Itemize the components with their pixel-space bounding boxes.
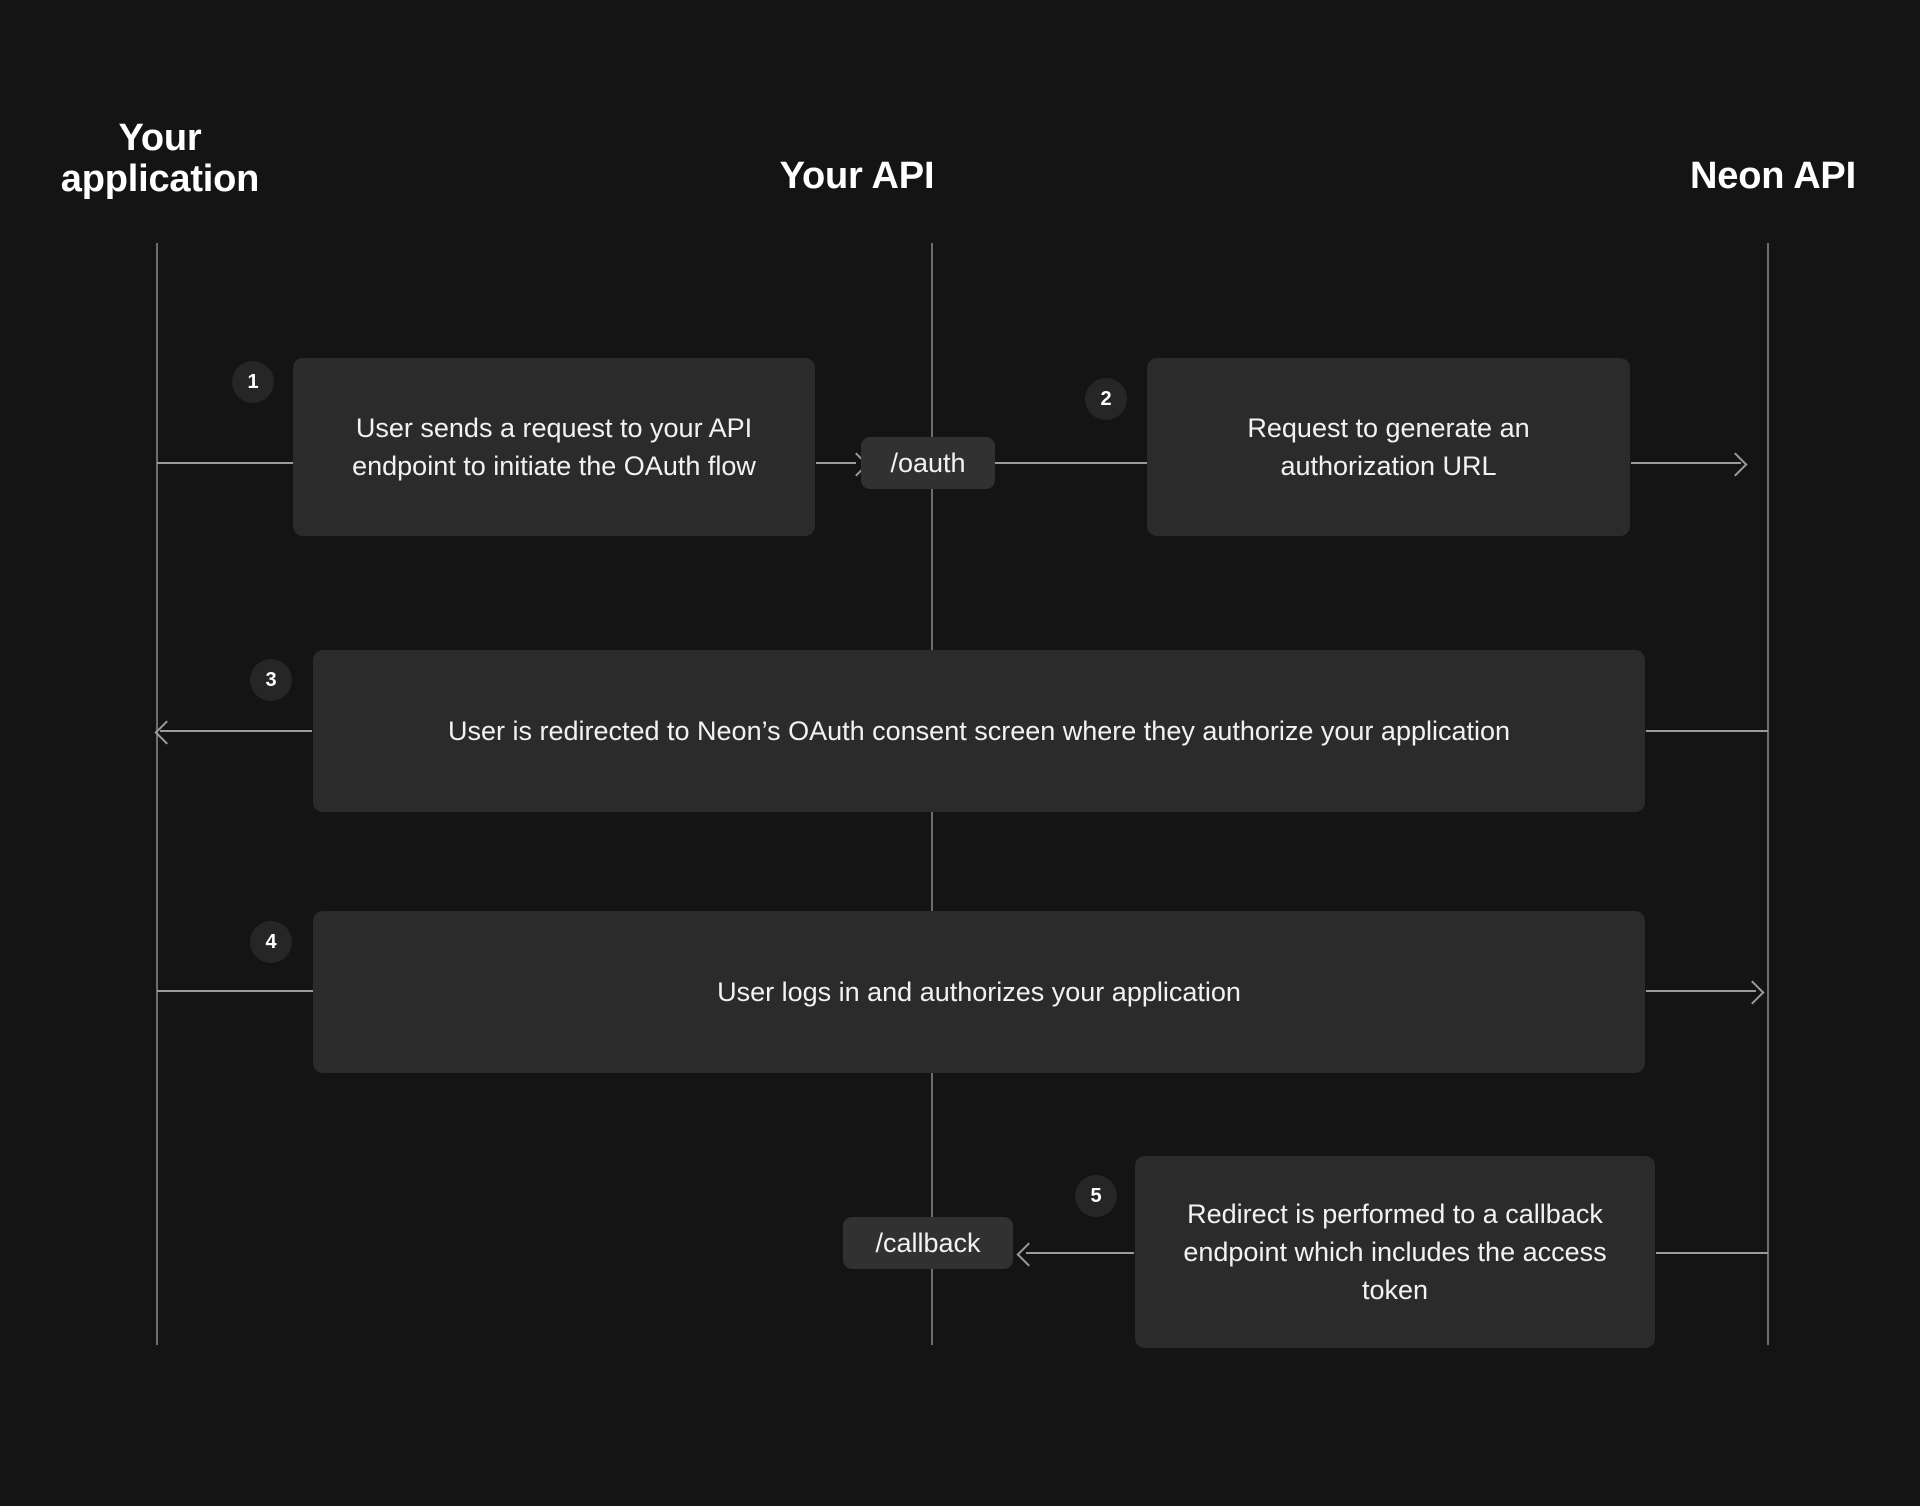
connector-step5-right (1656, 1252, 1768, 1254)
endpoint-pill-callback: /callback (843, 1217, 1013, 1269)
arrowhead-step5-to-your-api (1016, 1242, 1041, 1267)
participant-header-your-application: Your application (10, 117, 310, 201)
connector-step1-left (157, 462, 297, 464)
step-box-3: User is redirected to Neon’s OAuth conse… (313, 650, 1645, 812)
connector-step4-left (157, 990, 313, 992)
connector-step4-right (1646, 990, 1756, 992)
arrowhead-step3-to-your-application (154, 720, 179, 745)
step-box-2: Request to generate an authorization URL (1147, 358, 1630, 536)
connector-step2-left (995, 462, 1150, 464)
connector-step5-left (1026, 1252, 1134, 1254)
step-badge-2: 2 (1085, 378, 1127, 420)
step-badge-1: 1 (232, 361, 274, 403)
participant-header-neon-api: Neon API (1690, 155, 1856, 197)
participant-header-your-api: Your API (779, 155, 935, 197)
connector-step2-right (1631, 462, 1741, 464)
step-badge-3: 3 (250, 659, 292, 701)
participant-label-line2: application (60, 158, 260, 201)
step-badge-5: 5 (1075, 1175, 1117, 1217)
connector-step3-right (1646, 730, 1768, 732)
participant-label-line1: Your (118, 117, 202, 159)
step-box-5: Redirect is performed to a callback endp… (1135, 1156, 1655, 1348)
connector-step3-left (160, 730, 312, 732)
step-badge-4: 4 (250, 921, 292, 963)
lifeline-your-application (156, 243, 158, 1345)
arrowhead-step4-to-neon-api (1740, 980, 1765, 1005)
endpoint-pill-oauth: /oauth (861, 437, 995, 489)
step-box-1: User sends a request to your API endpoin… (293, 358, 815, 536)
connector-step1-right (816, 462, 856, 464)
arrowhead-step2-to-neon-api (1723, 452, 1748, 477)
step-box-4: User logs in and authorizes your applica… (313, 911, 1645, 1073)
lifeline-neon-api (1767, 243, 1769, 1345)
